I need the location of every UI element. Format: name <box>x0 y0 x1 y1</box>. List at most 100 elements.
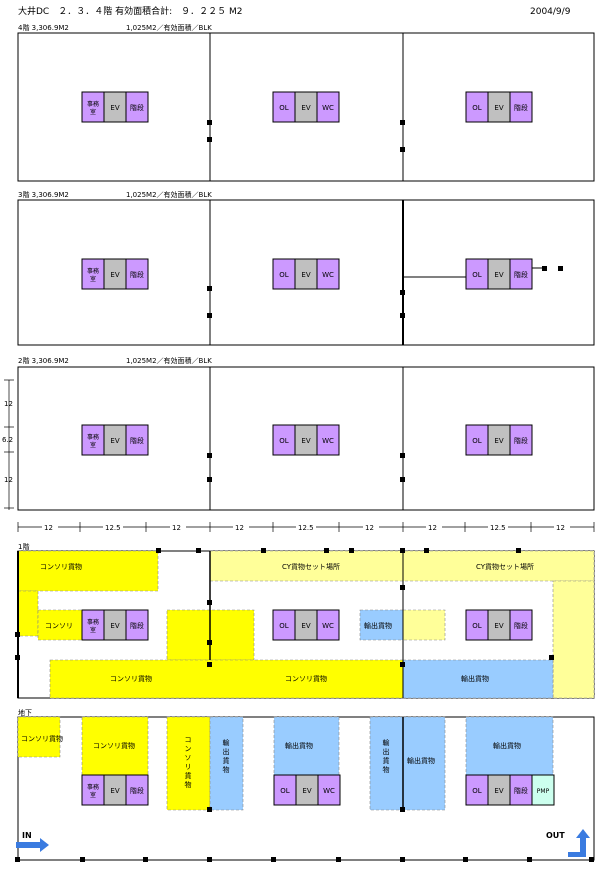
dim-h-7: 12 <box>428 524 437 532</box>
svg-text:WC: WC <box>322 271 334 279</box>
zone-b1-export-3: 輸出貨物 <box>493 741 521 750</box>
svg-text:階段: 階段 <box>130 436 144 445</box>
ev-room: EV <box>103 258 127 290</box>
ev-room: EV <box>103 91 127 123</box>
svg-text:階段: 階段 <box>130 621 144 630</box>
zone-b1-export-vertical-1: 輸出貨物 <box>223 738 230 774</box>
ol-room: OL <box>272 91 296 123</box>
stairs-room: 階段 <box>509 609 533 641</box>
svg-text:EV: EV <box>110 104 119 112</box>
stairs-room: 階段 <box>125 258 149 290</box>
svg-text:EV: EV <box>494 437 503 445</box>
svg-text:EV: EV <box>110 271 119 279</box>
floor-1-label: 1階 <box>18 542 29 551</box>
ol-room: OL <box>272 258 296 290</box>
svg-text:EV: EV <box>110 787 119 795</box>
svg-text:OL: OL <box>279 437 289 445</box>
zone-b1-consol-1: コンソリ貨物 <box>21 734 63 743</box>
svg-text:OL: OL <box>472 622 482 630</box>
ol-room: OL <box>465 91 489 123</box>
svg-text:事務: 事務 <box>87 618 99 626</box>
office-room: 事務室 <box>81 774 105 806</box>
ev-room: EV <box>103 424 127 456</box>
svg-text:EV: EV <box>302 787 311 795</box>
svg-text:OL: OL <box>279 104 289 112</box>
zone-consol-2: コンソリ貨物 <box>110 674 152 683</box>
svg-text:輸出貨物: 輸出貨物 <box>383 738 390 774</box>
svg-text:EV: EV <box>301 437 310 445</box>
ev-room: EV <box>294 609 318 641</box>
ev-room: EV <box>487 424 511 456</box>
wc-room: WC <box>316 91 340 123</box>
svg-text:WC: WC <box>323 787 335 795</box>
ev-room: EV <box>294 258 318 290</box>
svg-text:OL: OL <box>472 104 482 112</box>
svg-text:輸出貨物: 輸出貨物 <box>223 738 230 774</box>
ol-room: OL <box>465 609 489 641</box>
svg-text:階段: 階段 <box>514 270 528 279</box>
dim-v-2: 6.2 <box>2 436 13 444</box>
ev-room: EV <box>487 91 511 123</box>
floor-4-label: 4階 3,306.9M2 <box>18 23 69 32</box>
stairs-room: 階段 <box>125 609 149 641</box>
svg-text:EV: EV <box>301 104 310 112</box>
out-label: OUT <box>546 831 565 840</box>
svg-text:事務: 事務 <box>87 267 99 275</box>
dim-h-6: 12 <box>365 524 374 532</box>
dim-v-3: 12 <box>4 476 13 484</box>
svg-text:室: 室 <box>90 626 96 634</box>
svg-text:コンソリ貨物: コンソリ貨物 <box>185 736 192 789</box>
ev-room: EV <box>294 424 318 456</box>
svg-text:階段: 階段 <box>514 621 528 630</box>
zone-b1-consol-2: コンソリ貨物 <box>93 741 135 750</box>
page-title: 大井DC ２．３．４階 有効面積合計: ９．２２５ M2 <box>18 5 242 17</box>
svg-text:EV: EV <box>301 622 310 630</box>
stairs-room: 階段 <box>509 424 533 456</box>
ol-room: OL <box>465 258 489 290</box>
ev-room: EV <box>487 609 511 641</box>
ol-room: OL <box>465 424 489 456</box>
svg-text:室: 室 <box>90 791 96 799</box>
svg-text:階段: 階段 <box>514 786 528 795</box>
svg-text:OL: OL <box>472 787 482 795</box>
ol-room: OL <box>272 609 296 641</box>
svg-text:階段: 階段 <box>130 270 144 279</box>
ev-room: EV <box>103 774 127 806</box>
svg-text:室: 室 <box>90 275 96 283</box>
svg-text:EV: EV <box>494 104 503 112</box>
stairs-room: 階段 <box>125 91 149 123</box>
office-room: 事務室 <box>81 91 105 123</box>
zone-cy-1: CY貨物セット場所 <box>282 562 340 571</box>
zone-b1-consol-vertical: コンソリ貨物 <box>185 736 192 789</box>
floor-3-note: 1,025M2／有効面積／BLK <box>126 190 212 199</box>
svg-text:階段: 階段 <box>130 786 144 795</box>
vertical-dimensions <box>4 379 14 510</box>
ev-room: EV <box>294 91 318 123</box>
svg-text:PMP: PMP <box>537 788 550 795</box>
floor-2-note: 1,025M2／有効面積／BLK <box>126 356 212 365</box>
svg-text:事務: 事務 <box>87 433 99 441</box>
stairs-room: 階段 <box>125 424 149 456</box>
in-arrow-icon <box>16 838 49 852</box>
zone-b1-export-1: 輸出貨物 <box>285 741 313 750</box>
pmp-room: PMP <box>531 774 555 806</box>
svg-text:階段: 階段 <box>514 436 528 445</box>
dim-h-1: 12 <box>44 524 53 532</box>
stairs-room: 階段 <box>509 258 533 290</box>
svg-text:EV: EV <box>110 622 119 630</box>
wc-room: WC <box>316 424 340 456</box>
svg-text:OL: OL <box>279 622 289 630</box>
wc-room: WC <box>316 258 340 290</box>
svg-text:事務: 事務 <box>87 100 99 108</box>
svg-text:OL: OL <box>280 787 290 795</box>
svg-text:OL: OL <box>279 271 289 279</box>
zone-consol-short: コンソリ <box>45 622 73 630</box>
out-arrow-icon <box>568 829 590 857</box>
dim-h-5: 12.5 <box>298 524 314 532</box>
svg-text:事務: 事務 <box>87 783 99 791</box>
zone-cy-2: CY貨物セット場所 <box>476 562 534 571</box>
date-label: 2004/9/9 <box>530 7 571 17</box>
ol-room: OL <box>465 774 489 806</box>
floor-b1-label: 地下 <box>18 708 32 717</box>
svg-text:階段: 階段 <box>130 103 144 112</box>
